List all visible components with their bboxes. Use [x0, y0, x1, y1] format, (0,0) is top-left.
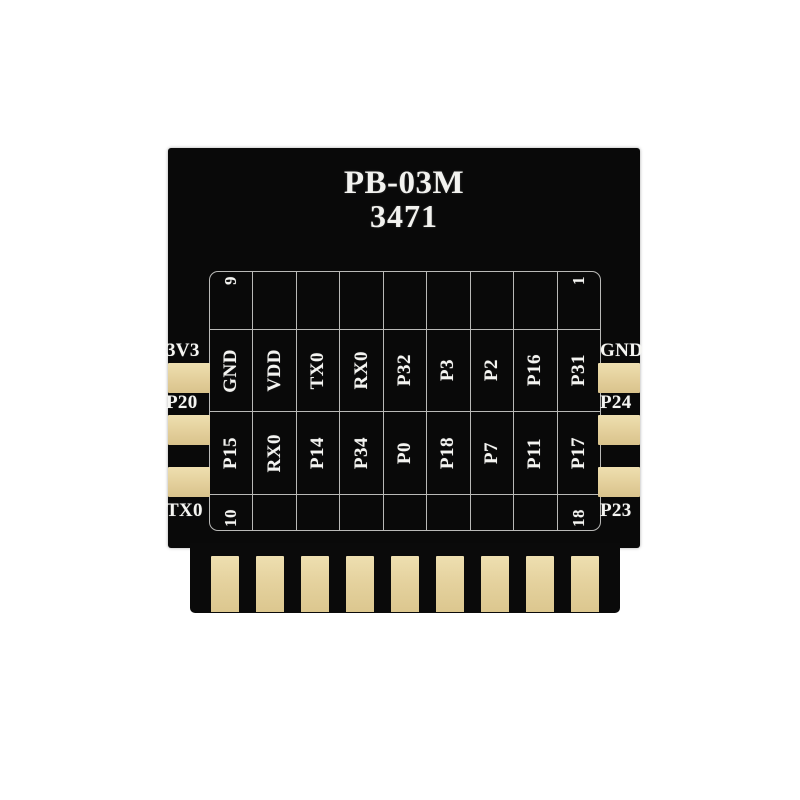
- pin-label-cell: P0: [382, 412, 426, 494]
- pin-name-label: P2: [480, 359, 502, 382]
- bottom-finger-2: [256, 556, 284, 612]
- left-pad-label-3v3: 3V3: [166, 340, 200, 361]
- module-model-text: PB-03M: [343, 165, 465, 201]
- right-pad-1: [598, 363, 640, 393]
- pin-name-label: P15: [220, 437, 242, 470]
- bottom-finger-3: [301, 556, 329, 612]
- right-pad-label-gnd: GND: [600, 340, 644, 361]
- pin-label-cell: P2: [469, 329, 513, 412]
- pin-label-row-top: GND VDD TX0 RX0 P32 P3 P2 P16 P31: [210, 328, 600, 412]
- left-pad-label-p20: P20: [166, 392, 198, 413]
- right-pad-3: [598, 467, 640, 497]
- pin-name-label: P11: [524, 437, 546, 469]
- bottom-finger-5: [391, 556, 419, 612]
- pin-label-cell: P14: [295, 412, 339, 494]
- right-pad-label-p23: P23: [600, 500, 632, 521]
- pin-number-cell: [339, 494, 382, 530]
- pin-name-label: P0: [393, 442, 415, 465]
- pin-number-cell: [339, 272, 382, 329]
- pin-number-cell: [382, 272, 426, 329]
- left-pad-3: [168, 467, 210, 497]
- pin-label-cell: P34: [339, 412, 382, 494]
- pin-label-cell: P11: [513, 412, 556, 494]
- pin-label-cell: P31: [556, 329, 600, 412]
- pin-label-cell: P17: [556, 412, 600, 494]
- right-pad-label-p24: P24: [600, 392, 632, 413]
- left-pad-1: [168, 363, 210, 393]
- pin-number-cell: [426, 494, 469, 530]
- pin-number-cell: [382, 494, 426, 530]
- pin-label-cell: GND: [210, 330, 252, 412]
- pin-name-label: VDD: [263, 349, 285, 392]
- right-pad-2: [598, 415, 640, 445]
- pin-number-label: 18: [568, 508, 588, 527]
- bottom-finger-4: [346, 556, 374, 612]
- pin-label-cell: P16: [513, 329, 556, 412]
- pin-number-cell: [513, 272, 556, 329]
- pin-name-label: P32: [393, 354, 415, 387]
- pin-name-label: P31: [567, 354, 589, 387]
- pin-number-cell: [252, 494, 295, 530]
- pin-number-cell: [426, 272, 469, 329]
- pcb-body-upper: [168, 148, 640, 548]
- pin-name-label: P17: [567, 437, 589, 470]
- pin-number-cell: [295, 272, 339, 329]
- pin-number-cell: [295, 494, 339, 530]
- pin-name-label: TX0: [307, 351, 329, 390]
- pin-number-label: 1: [568, 276, 588, 285]
- bottom-finger-9: [571, 556, 599, 612]
- pin-label-cell: VDD: [252, 329, 295, 412]
- pin-name-label: P3: [437, 359, 459, 382]
- pin-label-cell: P7: [469, 412, 513, 494]
- pin-number-label: 10: [221, 508, 241, 527]
- pin-number-cell: [469, 494, 513, 530]
- bottom-finger-8: [526, 556, 554, 612]
- pin-number-cell: [252, 272, 295, 329]
- pin-name-label: P16: [524, 354, 546, 387]
- bottom-finger-7: [481, 556, 509, 612]
- module-code-text: 3471: [370, 198, 438, 235]
- pin-label-cell: P3: [426, 329, 469, 412]
- bottom-finger-6: [436, 556, 464, 612]
- pin-number-row-bottom: 10 18: [210, 493, 600, 530]
- pin-number-row-top: 9 1: [210, 272, 600, 329]
- pin-map-grid: 9 1 GND VDD TX0 RX0 P32 P3 P2 P16 P31 P1…: [209, 271, 601, 531]
- pin-number-cell: [469, 272, 513, 329]
- pin-label-cell: RX0: [339, 329, 382, 412]
- pin-name-label: P7: [480, 442, 502, 465]
- left-pad-label-tx0: TX0: [166, 500, 203, 521]
- pin-label-cell: P32: [382, 329, 426, 412]
- left-pad-2: [168, 415, 210, 445]
- pin-number-cell: [513, 494, 556, 530]
- pin-name-label: RX0: [263, 433, 285, 473]
- pin-name-label: P14: [307, 437, 329, 470]
- pin-label-cell: P18: [426, 412, 469, 494]
- pin-number-cell: 9: [210, 272, 252, 329]
- pin-label-cell: TX0: [295, 329, 339, 412]
- pin-number-cell: 10: [210, 495, 252, 530]
- pin-name-label: GND: [220, 348, 242, 393]
- pin-name-label: P18: [437, 437, 459, 470]
- pin-number-cell: 18: [556, 494, 600, 530]
- pin-label-row-bottom: P15 RX0 P14 P34 P0 P18 P7 P11 P17: [210, 411, 600, 494]
- pin-name-label: P34: [350, 437, 372, 470]
- pin-number-label: 9: [221, 276, 241, 285]
- pin-number-cell: 1: [556, 272, 600, 329]
- silkscreen-title-block: PB-03M 3471: [168, 166, 640, 234]
- bottom-finger-1: [211, 556, 239, 612]
- pin-label-cell: P15: [210, 412, 252, 494]
- pin-name-label: RX0: [350, 351, 372, 390]
- pin-label-cell: RX0: [252, 412, 295, 494]
